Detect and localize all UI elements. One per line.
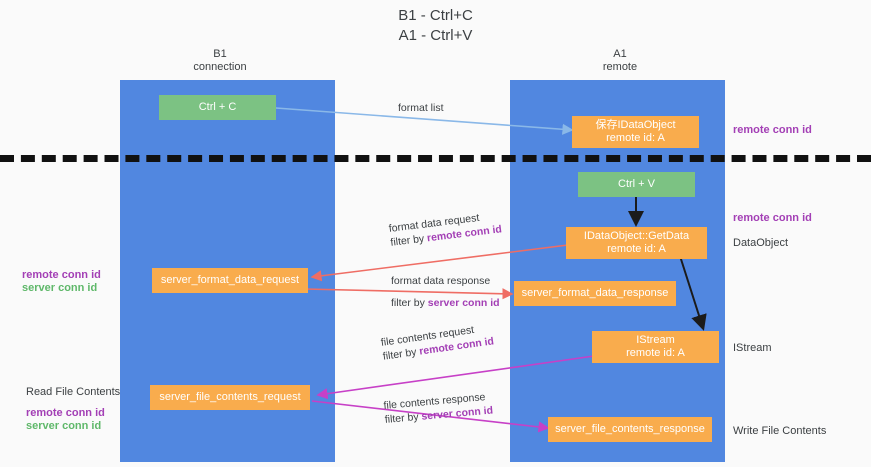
column-header-a1: A1 remote bbox=[555, 48, 685, 74]
edge-label-format-list-text: format list bbox=[398, 102, 444, 114]
node-ctrl-c-label: Ctrl + C bbox=[198, 101, 237, 113]
side-label-right-mid-remote-conn-id: remote conn id bbox=[733, 212, 812, 224]
side-label-right-top-remote-conn-id: remote conn id bbox=[733, 124, 812, 136]
side-label-left-bot-remote-conn-id: remote conn id bbox=[26, 407, 105, 419]
node-getdata[interactable]: IDataObject::GetData remote id: A bbox=[566, 227, 707, 259]
side-label-left-read-file-contents: Read File Contents bbox=[26, 386, 121, 398]
section-divider bbox=[0, 155, 871, 162]
side-label-right-istream: IStream bbox=[733, 342, 772, 354]
edge-label-file-contents-response: file contents response filter by server … bbox=[383, 390, 494, 427]
edge-label-format-data-response-filter: filter by server conn id bbox=[391, 296, 500, 310]
side-label-right-dataobject: DataObject bbox=[733, 237, 789, 249]
column-header-b1-role: connection bbox=[193, 61, 247, 73]
node-server-format-data-request[interactable]: server_format_data_request bbox=[152, 268, 308, 293]
node-server-format-data-request-label: server_format_data_request bbox=[160, 274, 300, 286]
node-getdata-line2: remote id: A bbox=[607, 243, 666, 255]
side-label-right-write-file-contents: Write File Contents bbox=[733, 425, 827, 437]
column-header-b1: B1 connection bbox=[155, 48, 285, 74]
node-ctrl-v-label: Ctrl + V bbox=[618, 178, 655, 190]
filter-prefix: filter by bbox=[382, 345, 421, 363]
node-server-file-contents-request[interactable]: server_file_contents_request bbox=[150, 385, 310, 410]
node-istream-line2: remote id: A bbox=[626, 347, 685, 359]
edge-label-format-data-response: format data response filter by server co… bbox=[391, 274, 500, 310]
node-server-file-contents-response[interactable]: server_file_contents_response bbox=[548, 417, 712, 442]
node-server-file-contents-response-label: server_file_contents_response bbox=[555, 423, 705, 435]
node-save-idataobject-line2: remote id: A bbox=[606, 132, 665, 144]
node-istream[interactable]: IStream remote id: A bbox=[592, 331, 719, 363]
side-label-left-bot-server-conn-id: server conn id bbox=[26, 420, 102, 432]
node-server-format-data-response-label: server_format_data_response bbox=[521, 287, 669, 299]
node-server-file-contents-request-label: server_file_contents_request bbox=[159, 391, 301, 403]
filter-prefix: filter by bbox=[389, 232, 428, 249]
column-header-b1-name: B1 bbox=[213, 48, 227, 60]
node-server-format-data-response[interactable]: server_format_data_response bbox=[514, 281, 676, 306]
node-save-idataobject[interactable]: 保存IDataObject remote id: A bbox=[572, 116, 699, 148]
filter-prefix: filter by bbox=[391, 297, 428, 309]
diagram-title: B1 - Ctrl+C A1 - Ctrl+V bbox=[0, 6, 871, 46]
edge-label-format-data-request: format data request filter by remote con… bbox=[388, 208, 503, 249]
side-label-left-mid-remote-conn-id: remote conn id bbox=[22, 269, 101, 281]
node-save-idataobject-line1: 保存IDataObject bbox=[595, 119, 676, 131]
edge-label-file-contents-request: file contents request filter by remote c… bbox=[380, 320, 495, 363]
node-istream-line1: IStream bbox=[636, 334, 675, 346]
filter-key-server-conn-id: server conn id bbox=[427, 297, 500, 309]
filter-prefix: filter by bbox=[384, 410, 422, 426]
title-line-2: A1 - Ctrl+V bbox=[398, 27, 473, 44]
node-ctrl-c[interactable]: Ctrl + C bbox=[159, 95, 276, 120]
edge-label-format-list: format list bbox=[398, 101, 444, 115]
edge-label-format-data-response-text: format data response bbox=[391, 275, 491, 287]
node-ctrl-v[interactable]: Ctrl + V bbox=[578, 172, 695, 197]
side-label-left-mid-server-conn-id: server conn id bbox=[22, 282, 98, 294]
node-getdata-line1: IDataObject::GetData bbox=[583, 230, 690, 242]
column-header-a1-name: A1 bbox=[613, 48, 627, 60]
column-header-a1-role: remote bbox=[602, 61, 638, 73]
title-line-1: B1 - Ctrl+C bbox=[398, 7, 473, 24]
